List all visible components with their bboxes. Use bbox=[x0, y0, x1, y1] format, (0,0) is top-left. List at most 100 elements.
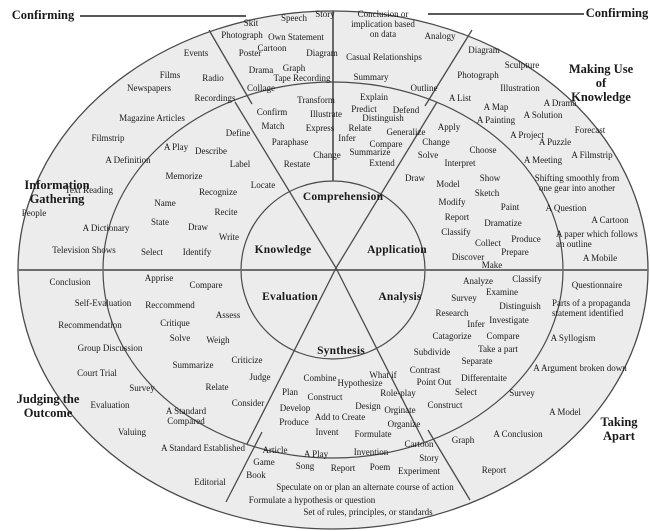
filmstrip-label: Filmstrip bbox=[91, 132, 125, 143]
self-evaluation-label: Self-Evaluation bbox=[74, 297, 132, 308]
solve-label: Solve bbox=[417, 149, 439, 160]
judging-the-outcome-line-2: Outcome bbox=[23, 406, 73, 420]
speculate-on-or-plan-an-alternate-course-of-action-label: Speculate on or plan an alternate course… bbox=[276, 481, 454, 492]
generalize-label: Generalize bbox=[386, 126, 426, 137]
newspapers-label: Newspapers bbox=[127, 82, 171, 93]
orginate-label: Orginate bbox=[384, 404, 416, 415]
sector-knowledge-label: Knowledge bbox=[254, 244, 312, 256]
judging-the-outcome-line-1: Judging the bbox=[16, 392, 80, 406]
recite-label: Recite bbox=[214, 206, 238, 217]
confirming-left-label: Confirming bbox=[12, 8, 75, 22]
report-label: Report bbox=[330, 462, 356, 473]
infer-label: Infer bbox=[467, 318, 485, 329]
select-label: Select bbox=[455, 386, 477, 397]
illustration-label: Illustration bbox=[500, 82, 540, 93]
classify-label: Classify bbox=[512, 273, 542, 284]
critique-label: Critique bbox=[160, 317, 190, 328]
sector-comprehension-label: Comprehension bbox=[302, 191, 384, 203]
photograph-label: Photograph bbox=[221, 29, 263, 40]
conclusion-label: Conclusion bbox=[49, 276, 91, 287]
make-label: Make bbox=[481, 259, 503, 270]
making-use-of-knowledge-line-3: Knowledge bbox=[571, 90, 631, 104]
magazine-articles-label: Magazine Articles bbox=[119, 112, 185, 123]
parts-of-a-propaganda-line-2: statement identified bbox=[552, 308, 624, 318]
speech-label: Speech bbox=[281, 12, 307, 23]
paraphase-label: Paraphase bbox=[271, 136, 309, 147]
identify-label: Identify bbox=[182, 246, 212, 257]
diagram-label: Diagram bbox=[468, 44, 500, 55]
memorize-label: Memorize bbox=[165, 170, 203, 181]
people-label: People bbox=[21, 207, 47, 218]
a-conclusion-label: A Conclusion bbox=[493, 428, 543, 439]
cartoon-label: Cartoon bbox=[257, 42, 287, 53]
restate-label: Restate bbox=[283, 158, 311, 169]
compare-label: Compare bbox=[189, 279, 223, 290]
prepare-label: Prepare bbox=[501, 246, 529, 257]
product-divider-top-right bbox=[424, 29, 473, 107]
defend-label: Defend bbox=[392, 104, 420, 115]
classify-label: Classify bbox=[441, 226, 471, 237]
combine-label: Combine bbox=[303, 372, 337, 383]
a-standard-line-1: A Standard bbox=[165, 405, 207, 416]
transform-label: Transform bbox=[297, 94, 335, 105]
collage-label: Collage bbox=[247, 82, 275, 93]
a-meeting-label: A Meeting bbox=[523, 154, 563, 165]
apply-label: Apply bbox=[437, 121, 461, 132]
add-to-create-label: Add to Create bbox=[314, 411, 366, 422]
radio-label: Radio bbox=[202, 72, 224, 83]
sector-analysis-label: Analysis bbox=[378, 291, 422, 303]
assess-label: Assess bbox=[215, 309, 241, 320]
a-puzzle-label: A Puzzle bbox=[538, 136, 572, 147]
formulate-label: Formulate bbox=[354, 428, 392, 439]
subdivide-label: Subdivide bbox=[413, 346, 451, 357]
product-divider-bottom-right bbox=[427, 429, 471, 501]
confirming-right-label: Confirming bbox=[586, 6, 649, 20]
sector-application-label: Application bbox=[367, 244, 427, 256]
recognize-label: Recognize bbox=[199, 186, 237, 197]
analogy-label: Analogy bbox=[424, 30, 456, 41]
valuing-label: Valuing bbox=[118, 426, 146, 437]
a-map-label: A Map bbox=[483, 101, 509, 112]
invention-label: Invention bbox=[353, 446, 389, 457]
produce-label: Produce bbox=[511, 233, 541, 244]
survey-label: Survey bbox=[451, 292, 477, 303]
a-model-label: A Model bbox=[549, 406, 581, 417]
set-of-rules-principles-or-standards-label: Set of rules, principles, or standards bbox=[303, 506, 433, 517]
what-if-label: What if bbox=[369, 369, 397, 380]
a-dictionary-label: A Dictionary bbox=[82, 222, 130, 233]
illustrate-label: Illustrate bbox=[310, 108, 342, 119]
match-label: Match bbox=[261, 120, 285, 131]
a-standard-established-label: A Standard Established bbox=[161, 442, 245, 453]
evaluation-synthesis-divider bbox=[246, 267, 337, 445]
define-label: Define bbox=[225, 127, 251, 138]
organize-label: Organize bbox=[387, 418, 421, 429]
shifting-smoothly-from-line-2: one gear into another bbox=[538, 183, 616, 193]
compare-label: Compare bbox=[369, 138, 403, 149]
a-solution-label: A Solution bbox=[523, 109, 563, 120]
conclusion-or-line-3: on data bbox=[369, 29, 397, 40]
own-statement-label: Own Statement bbox=[268, 31, 324, 42]
formulate-a-hypothesis-or-question-label: Formulate a hypothesis or question bbox=[248, 494, 376, 505]
sketch-label: Sketch bbox=[474, 187, 500, 198]
state-label: State bbox=[151, 216, 169, 227]
a-paper-which-follows-line-1: A paper which follows bbox=[556, 228, 638, 239]
a-list-label: A List bbox=[448, 92, 472, 103]
paint-label: Paint bbox=[500, 201, 520, 212]
construct-label: Construct bbox=[427, 399, 463, 410]
weigh-label: Weigh bbox=[206, 334, 230, 345]
conclusion-or-line-2: implication based bbox=[351, 18, 415, 29]
confirm-label: Confirm bbox=[256, 106, 288, 117]
distinguish-label: Distinguish bbox=[362, 112, 404, 123]
conclusion-or-line-1: Conclusion or bbox=[357, 8, 409, 19]
a-definition-label: A Definition bbox=[105, 154, 151, 165]
report-label: Report bbox=[444, 211, 470, 222]
point-out-label: Point Out bbox=[416, 376, 452, 387]
analyze-label: Analyze bbox=[463, 275, 493, 286]
a-standard-line-2: Compared bbox=[167, 416, 205, 426]
develop-label: Develop bbox=[279, 402, 311, 413]
contrast-label: Contrast bbox=[409, 364, 441, 375]
